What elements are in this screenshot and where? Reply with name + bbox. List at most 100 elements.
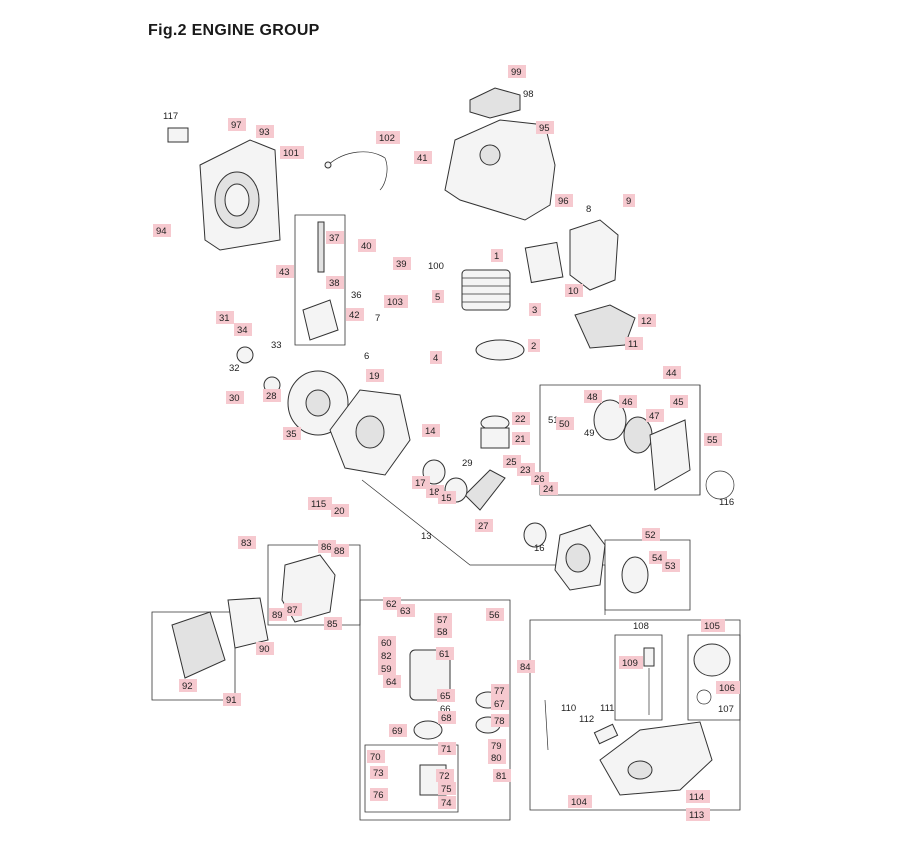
part-label-highlight (384, 295, 408, 308)
part-number-text: 106 (719, 683, 735, 694)
part-label-81: 81 (493, 769, 511, 782)
part-number-text: 43 (279, 267, 290, 278)
part-number-text: 11 (628, 339, 638, 350)
crankcase (329, 389, 606, 591)
part-number-text: 68 (441, 713, 452, 724)
part-number-text: 86 (321, 542, 332, 553)
part-label-highlight (414, 151, 432, 164)
fuel-tank (544, 699, 713, 796)
part-label-92: 92 (179, 679, 197, 692)
part-label-1: 1 (491, 249, 503, 262)
part-label-94: 94 (153, 224, 171, 237)
part-label-100: 100 (428, 261, 444, 272)
part-label-107: 107 (718, 704, 734, 715)
part-label-105: 105 (701, 619, 725, 632)
part-number-text: 6 (364, 351, 369, 362)
part-number-text: 12 (641, 316, 652, 327)
part-number-text: 76 (373, 790, 384, 801)
part-label-highlight (284, 603, 302, 616)
part-label-highlight (662, 559, 680, 572)
part-number-text: 3 (532, 305, 537, 316)
part-number-text: 39 (396, 259, 407, 270)
part-label-highlight (619, 656, 643, 669)
part-label-75: 75 (438, 782, 456, 795)
part-label-59: 59 (378, 662, 396, 675)
part-label-highlight (276, 265, 294, 278)
part-number-text: 57 (437, 615, 448, 626)
part-number-text: 69 (392, 726, 403, 737)
part-number-text: 75 (441, 784, 452, 795)
part-label-highlight (517, 463, 535, 476)
part-label-41: 41 (414, 151, 432, 164)
part-label-97: 97 (228, 118, 246, 131)
part-label-73: 73 (370, 766, 388, 779)
part-number-text: 51 (548, 415, 559, 426)
part-number-text: 45 (673, 397, 684, 408)
part-label-35: 35 (283, 427, 301, 440)
part-number-text: 29 (462, 458, 473, 469)
part-label-highlight (378, 662, 396, 675)
part-number-text: 7 (375, 313, 380, 324)
part-label-highlight (331, 544, 349, 557)
part-number-text: 74 (441, 798, 452, 809)
part-number-text: 20 (334, 506, 345, 517)
part-number-text: 78 (494, 716, 505, 727)
part-label-highlight (397, 604, 415, 617)
part-number-text: 111 (600, 703, 614, 714)
part-label-highlight (491, 714, 509, 727)
part-number-text: 59 (381, 664, 392, 675)
part-label-108: 108 (633, 621, 649, 632)
part-label-6: 6 (364, 351, 369, 362)
part-label-highlight (179, 679, 197, 692)
fan-cover (199, 139, 281, 251)
part-label-101: 101 (280, 146, 304, 159)
part-label-17: 17 (412, 476, 430, 489)
part-number-text: 67 (494, 699, 505, 710)
part-label-71: 71 (438, 742, 456, 755)
part-number-text: 46 (622, 397, 633, 408)
part-label-106: 106 (716, 681, 740, 694)
part-label-highlight (438, 491, 456, 504)
part-label-20: 20 (331, 504, 349, 517)
part-number-text: 117 (163, 111, 178, 122)
part-number-text: 24 (543, 484, 554, 495)
part-number-text: 80 (491, 753, 502, 764)
part-label-38: 38 (326, 276, 344, 289)
part-label-34: 34 (234, 323, 252, 336)
part-label-highlight (376, 131, 400, 144)
part-label-highlight (488, 739, 506, 752)
part-number-text: 60 (381, 638, 392, 649)
part-label-highlight (434, 613, 452, 626)
part-number-text: 90 (259, 644, 270, 655)
part-label-62: 62 (383, 597, 401, 610)
part-number-text: 33 (271, 340, 282, 351)
part-label-highlight (512, 412, 530, 425)
part-label-highlight (422, 424, 440, 437)
part-number-text: 53 (665, 561, 676, 572)
part-number-text: 31 (219, 313, 230, 324)
part-number-text: 84 (520, 662, 531, 673)
part-number-text: 73 (373, 768, 384, 779)
part-label-53: 53 (662, 559, 680, 572)
part-label-95: 95 (536, 121, 554, 134)
part-number-text: 115 (311, 499, 326, 510)
part-number-text: 113 (689, 810, 704, 821)
part-number-text: 28 (266, 391, 277, 402)
part-label-65: 65 (437, 689, 455, 702)
part-label-highlight (263, 389, 281, 402)
part-label-88: 88 (331, 544, 349, 557)
part-label-highlight (438, 782, 456, 795)
part-number-text: 54 (652, 553, 663, 564)
part-number-text: 112 (579, 714, 594, 725)
part-label-49: 49 (584, 428, 595, 439)
part-number-text: 2 (531, 341, 536, 352)
part-number-text: 5 (435, 292, 440, 303)
part-label-51: 51 (548, 415, 559, 426)
part-number-text: 36 (351, 290, 362, 301)
part-number-text: 9 (626, 196, 631, 207)
part-number-text: 23 (520, 465, 531, 476)
part-number-text: 79 (491, 741, 502, 752)
part-label-highlight (531, 472, 549, 485)
part-label-96: 96 (555, 194, 573, 207)
part-label-highlight (434, 625, 452, 638)
